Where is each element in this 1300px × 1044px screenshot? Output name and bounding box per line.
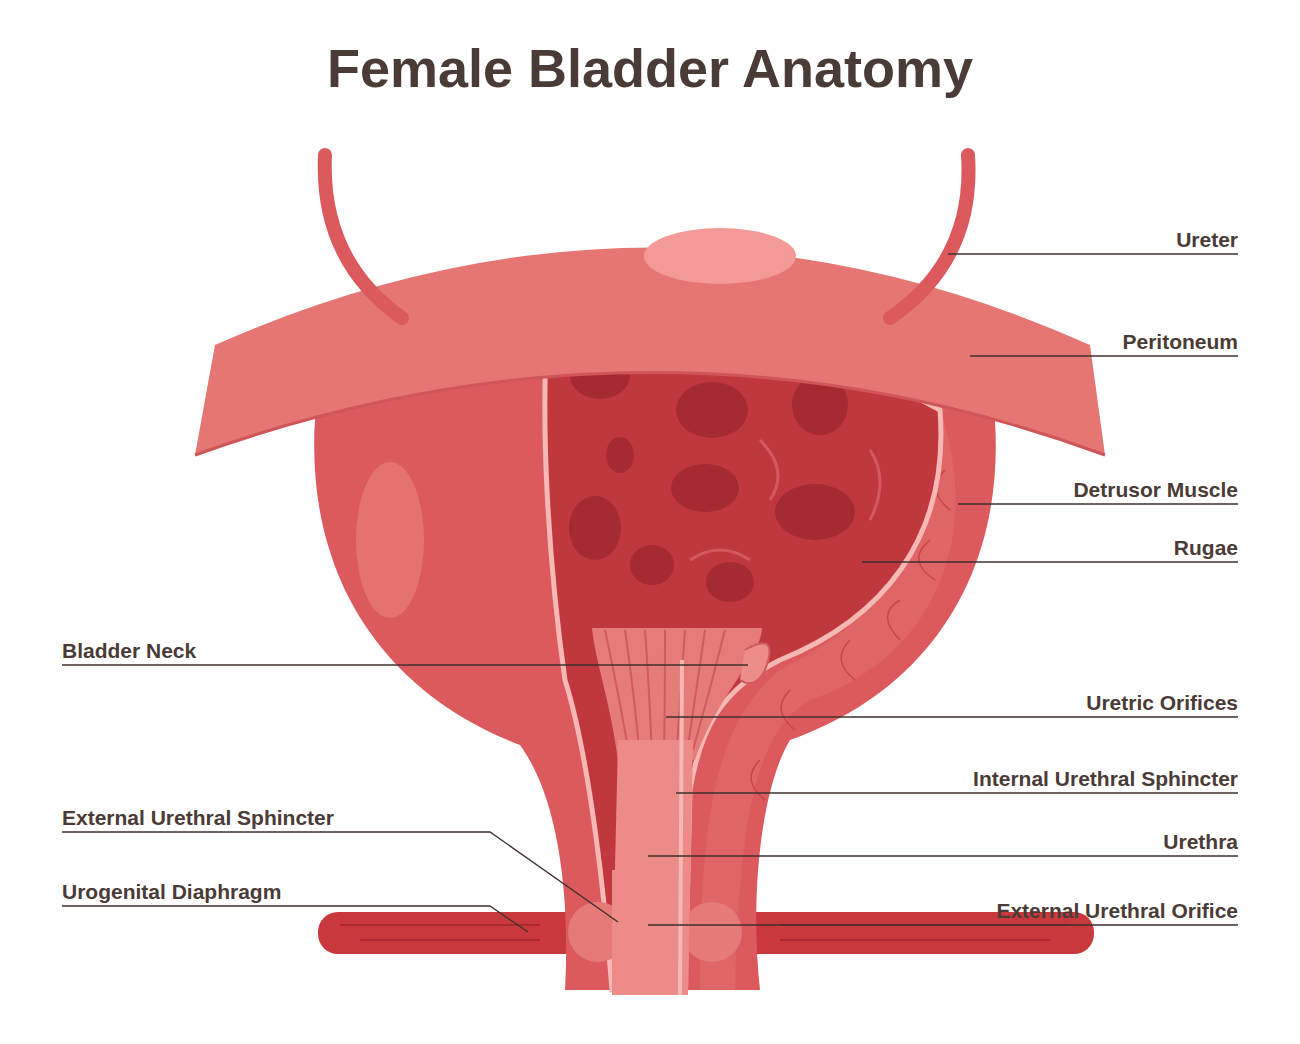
rugae-folds	[569, 351, 855, 602]
bladder-cavity	[545, 317, 941, 990]
ureter-tube	[890, 155, 969, 318]
part-label: Bladder Neck	[62, 638, 196, 664]
part-label: Rugae	[1174, 535, 1238, 561]
peritoneum-edge	[195, 373, 1105, 456]
part-label: External Urethral Orifice	[996, 898, 1238, 924]
part-label: Uretric Orifices	[1086, 690, 1238, 716]
external-sphincter	[682, 902, 742, 962]
highlight	[644, 228, 796, 284]
part-label: Detrusor Muscle	[1073, 477, 1238, 503]
part-label: Internal Urethral Sphincter	[973, 766, 1238, 792]
part-label: Urogenital Diaphragm	[62, 879, 281, 905]
diagram-title: Female Bladder Anatomy	[0, 36, 1300, 100]
part-label: Peritoneum	[1122, 329, 1238, 355]
peritoneum	[195, 248, 1105, 456]
leader-lines	[62, 254, 1238, 932]
ureteric-orifice	[740, 643, 770, 683]
part-label: Ureter	[1176, 227, 1238, 253]
part-label: External Urethral Sphincter	[62, 805, 334, 831]
part-label: Urethra	[1163, 829, 1238, 855]
urethra-wall	[680, 660, 682, 995]
ureter-tube	[325, 155, 402, 318]
highlight	[356, 462, 424, 618]
